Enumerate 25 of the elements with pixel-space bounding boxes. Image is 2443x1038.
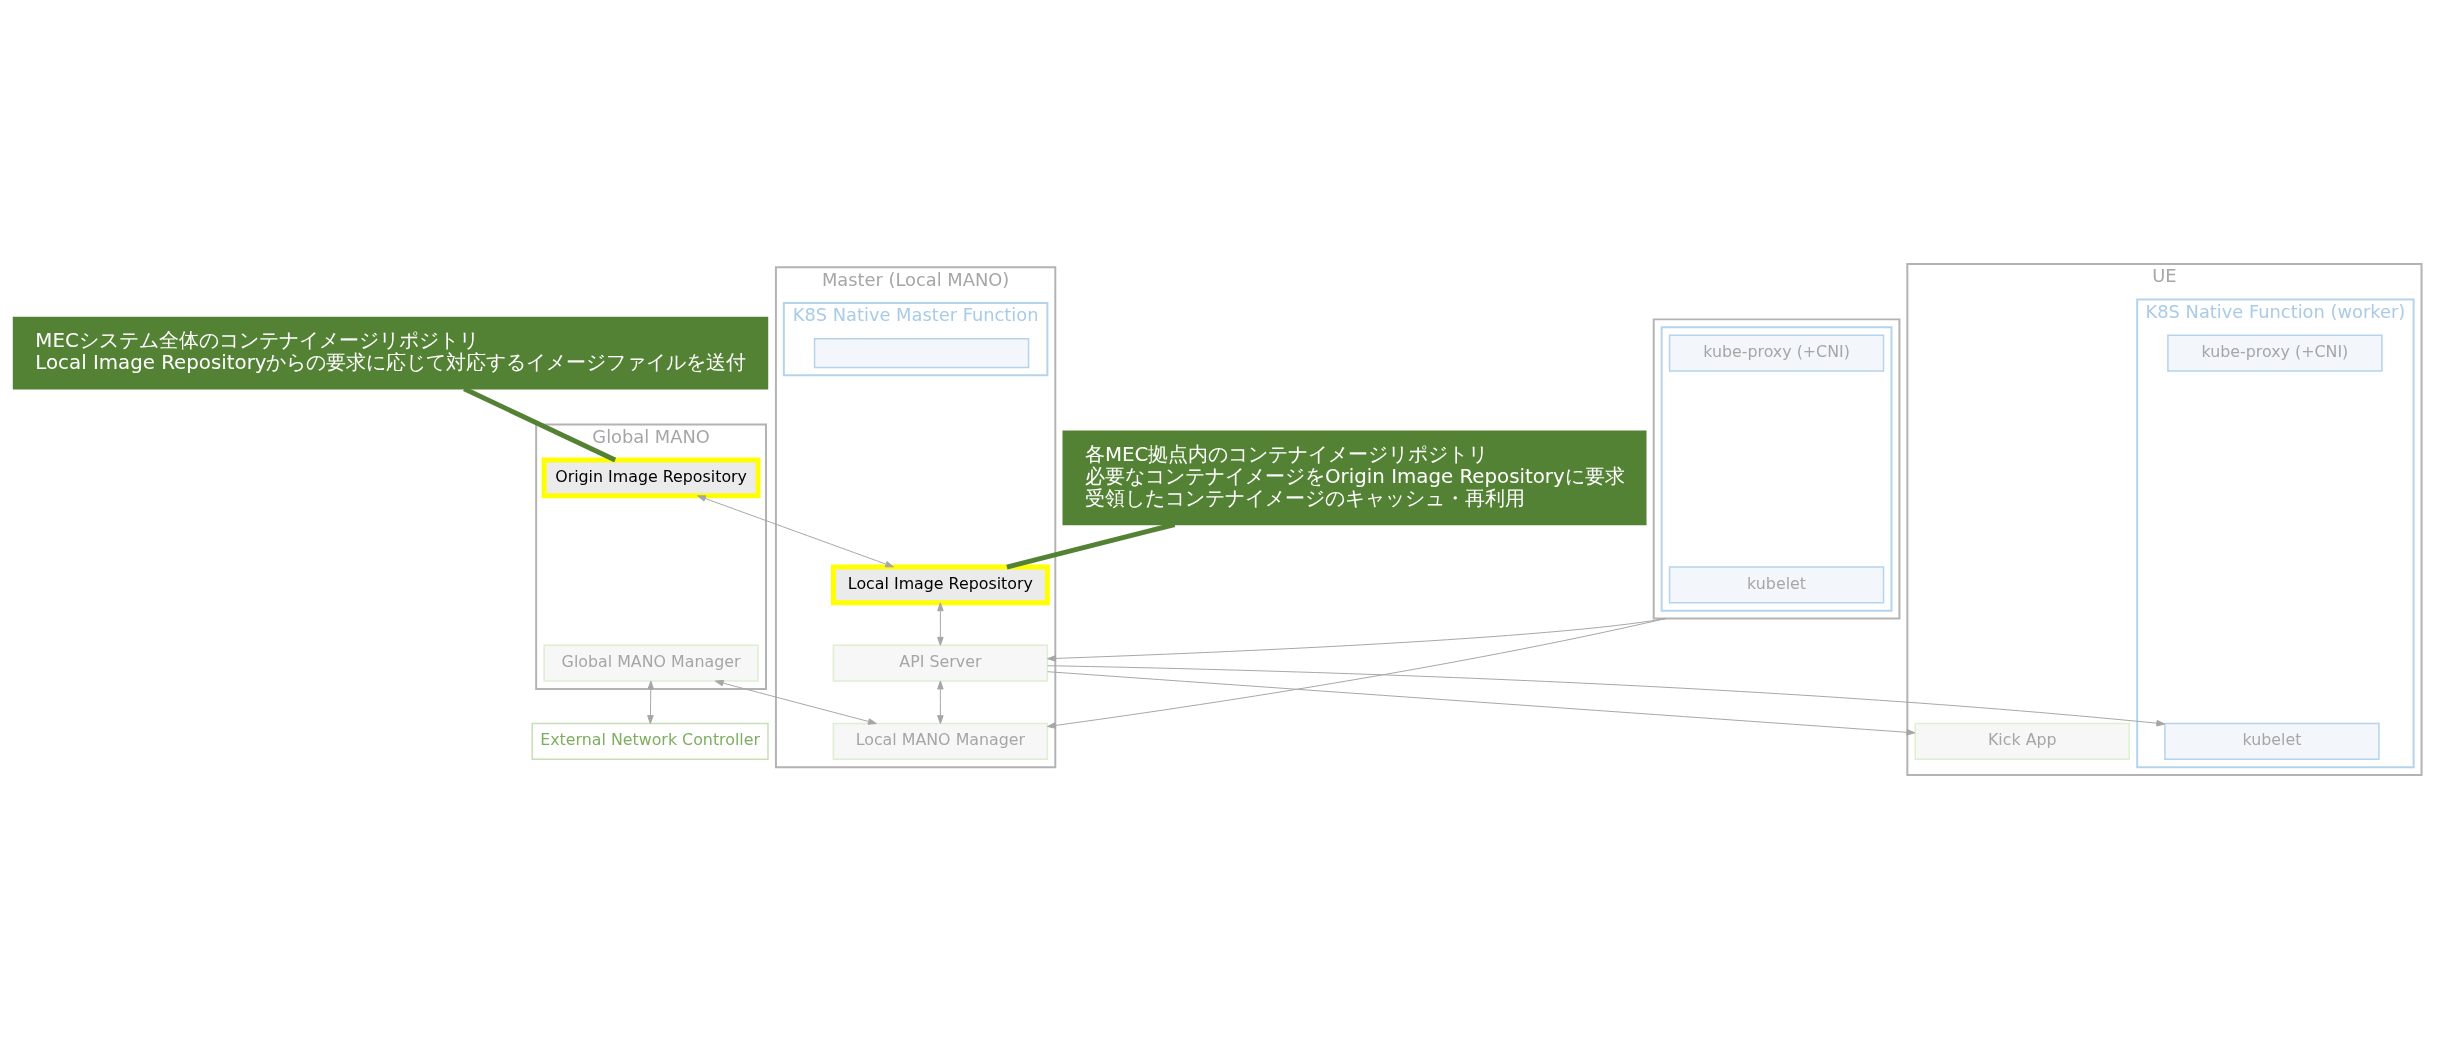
node-box: Local Image Repository [830,564,1050,605]
node-box: MECシステム全体のコンテナイメージリポジトリ Local Image Repositoryからの要求に応じて対応するイメージファイルを送付 [12,316,769,389]
node-box: kube-proxy (+CNI) [1668,333,1885,372]
arrow [1047,664,2166,726]
arrow [714,679,877,725]
node-box: Global MANO Manager [543,644,759,682]
arrow [937,601,944,646]
node-box: API Server [832,644,1049,682]
node-box: kubelet [2164,722,2380,760]
node-box: kubelet [1668,565,1885,603]
arrow [647,680,655,724]
arrow [1047,670,1916,736]
node-box: 各MEC拠点内のコンテナイメージリポジトリ 必要なコンテナイメージをOrigin Image Repositoryに要求 受領したコンテナイメージのキャッシュ・再利用 [1062,430,1647,525]
node-box: Kick App [1914,722,2130,760]
arrow [1047,617,1667,662]
node-box: External Network Controller [531,722,769,760]
node-box: Local MANO Manager [832,722,1049,760]
node-box [813,337,1030,368]
connector [463,386,617,462]
cluster: K8S Native Master Function [782,301,1049,376]
arrow [697,494,895,567]
arrow [937,680,944,724]
node-box: kube-proxy (+CNI) [2167,333,2383,372]
node-box: Origin Image Repository [541,457,761,498]
arrow [1046,617,1667,729]
